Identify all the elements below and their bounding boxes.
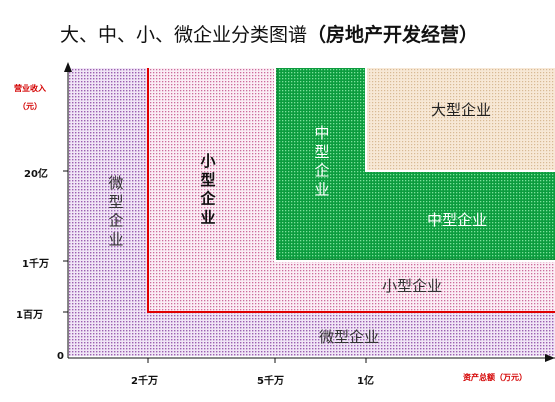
boundary-small-medium [274,68,555,262]
origin-label: 0 [57,351,64,362]
page-title: 大、中、小、微企业分类图谱（房地产开发经营） [60,20,478,47]
y-axis-label: 营业收入 （元） [10,80,50,116]
title-main: 大、中、小、微企业分类图谱 [60,24,308,46]
y-tick-1qianwan: 1千万 [22,259,49,270]
x-tick-2qianwan: 2千万 [131,376,158,387]
label-micro-vertical: 微型企业 [108,174,123,248]
boundary-small-medium-outline [276,68,555,260]
y-axis-label-line1: 营业收入 [14,84,46,93]
region-large [366,68,555,171]
y-axis-label-line2: （元） [18,102,42,111]
x-tick-1yi: 1亿 [357,376,374,387]
label-medium-horizontal: 中型企业 [427,211,487,229]
y-tick-1baiwan: 1百万 [16,310,43,321]
label-large: 大型企业 [431,101,491,119]
y-axis-arrow [64,62,72,72]
x-axis-label: 资产总额（万元） [463,373,527,382]
x-axis-arrow [545,354,555,362]
y-tick-20yi: 20亿 [24,169,48,180]
label-small-horizontal: 小型企业 [382,277,442,295]
label-medium-vertical: 中型企业 [314,124,329,198]
x-tick-5qianwan: 5千万 [257,376,284,387]
label-micro-horizontal: 微型企业 [319,328,379,346]
boundary-medium-large [365,68,555,172]
label-small-vertical: 小型企业 [199,152,216,226]
boundary-micro-small [147,68,555,313]
title-sub: （房地产开发经营） [307,24,479,46]
